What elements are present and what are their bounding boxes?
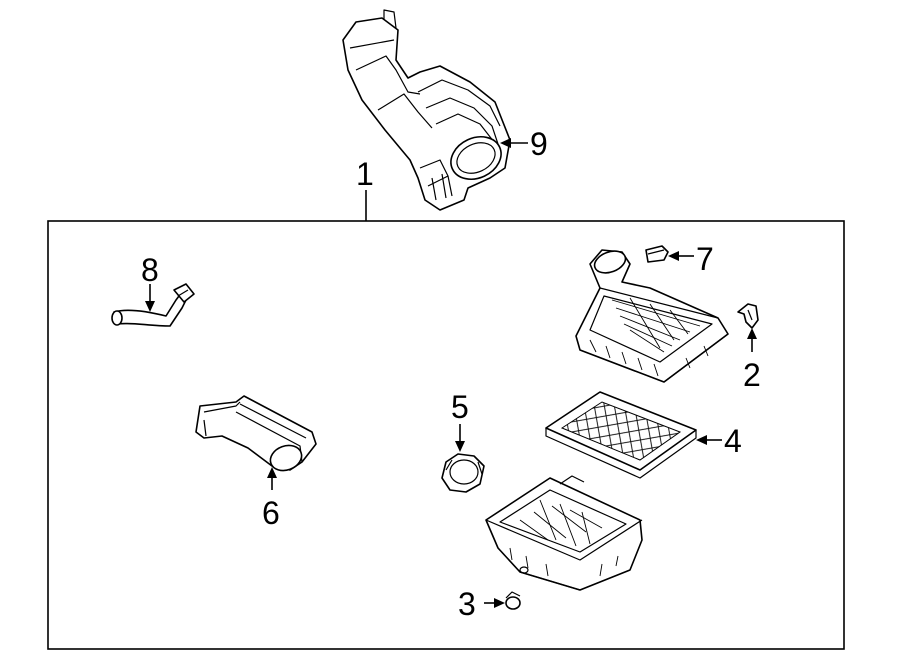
callout-1: 1 — [356, 156, 374, 192]
callout-8: 8 — [141, 252, 159, 288]
callout-6: 6 — [262, 495, 280, 531]
air-cleaner-lower-housing — [485, 475, 643, 591]
air-cleaner-cover — [575, 249, 729, 383]
callout-2: 2 — [743, 357, 761, 393]
part-5-sleeve — [441, 453, 485, 493]
callout-4-arrowhead — [696, 435, 707, 445]
callout-3-arrowhead — [494, 598, 505, 608]
part-2-bracket — [737, 303, 759, 329]
callout-5: 5 — [451, 389, 469, 425]
callout-9-arrowhead — [500, 138, 511, 148]
part-6-resonator-duct — [195, 395, 317, 472]
part-3-grommet — [505, 591, 521, 610]
part-7-clip — [645, 245, 669, 263]
callout-7: 7 — [696, 241, 714, 277]
callout-7-arrowhead — [668, 251, 679, 261]
part-9-air-intake-duct — [342, 9, 511, 211]
part-4-filter — [545, 391, 697, 479]
callout-4: 4 — [724, 423, 742, 459]
callout-8-arrowhead — [145, 301, 155, 312]
callout-6-arrowhead — [267, 467, 277, 478]
callout-3: 3 — [458, 586, 476, 622]
callout-5-arrowhead — [455, 441, 465, 452]
assembly-frame — [47, 220, 845, 650]
callout-9: 9 — [530, 126, 548, 162]
part-8-hose — [111, 283, 195, 327]
callout-2-arrowhead — [747, 328, 757, 339]
